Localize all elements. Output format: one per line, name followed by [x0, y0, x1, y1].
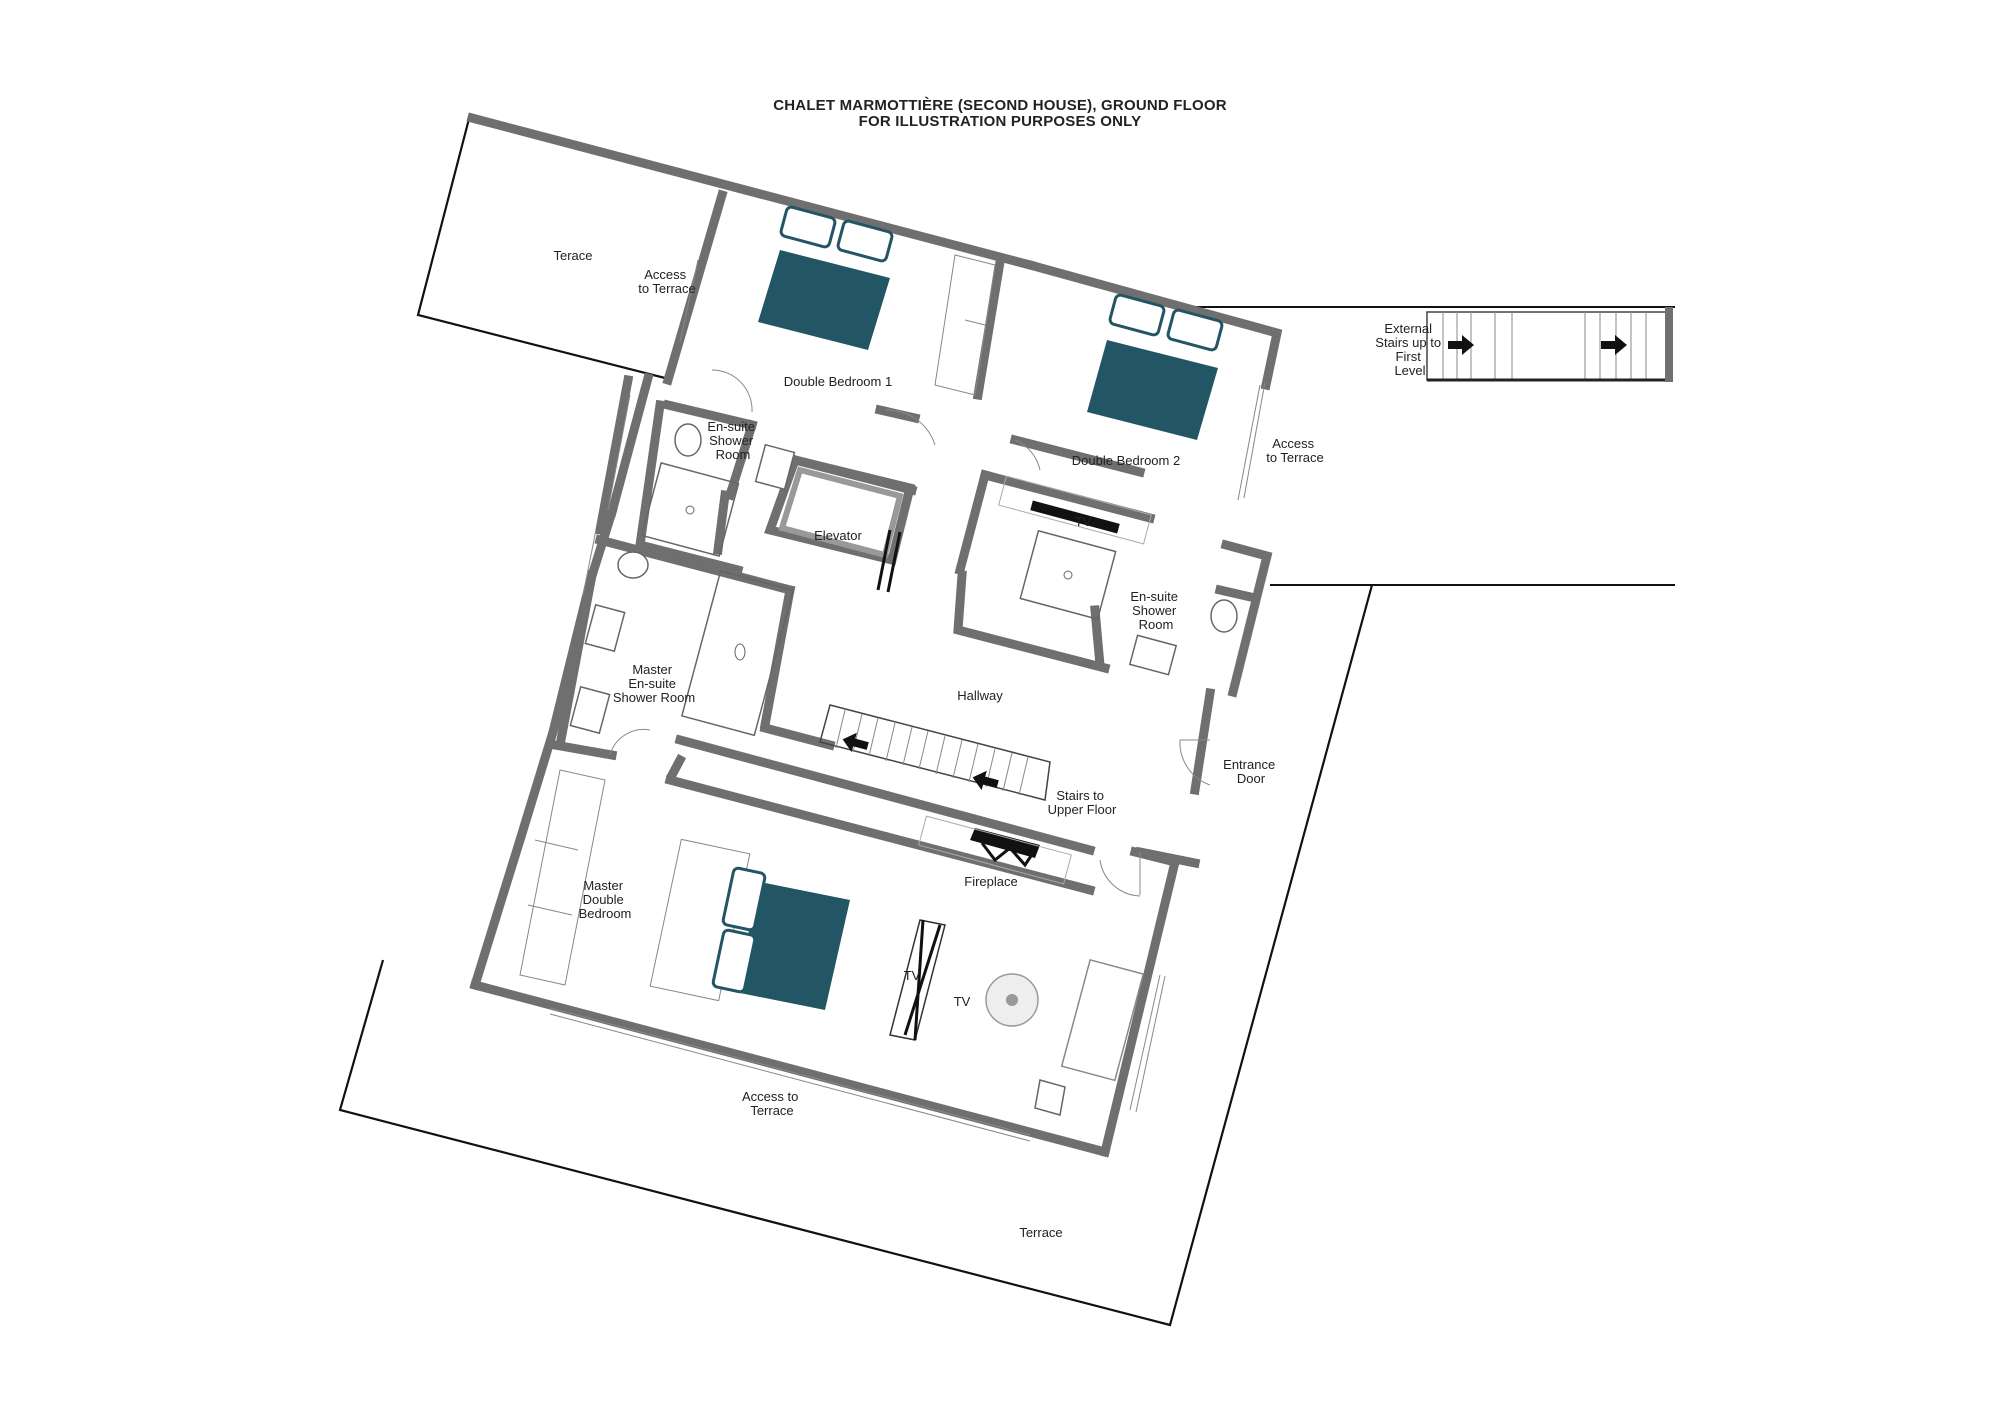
bed-icon	[1087, 340, 1218, 440]
internal-stairs	[819, 704, 1051, 801]
sink-icon	[1128, 634, 1178, 676]
shower-icon	[640, 462, 740, 558]
plan-subtitle: FOR ILLUSTRATION PURPOSES ONLY	[858, 113, 1142, 130]
sink-icon	[754, 443, 796, 491]
outer-walls	[466, 112, 1283, 1158]
label-double-bedroom-1: Double Bedroom 1	[784, 374, 892, 389]
sink-icon	[584, 603, 626, 653]
label-access-terrace-3: Access to Terrace	[742, 1089, 802, 1118]
label-hallway: Hallway	[957, 688, 1003, 703]
label-master-ensuite: Master En-suite Shower Room	[613, 662, 695, 705]
interior-walls	[549, 256, 1261, 896]
label-tv-1: TV	[1075, 514, 1092, 529]
label-ensuite-2: En-suite Shower Room	[1130, 589, 1181, 632]
master-bedroom-furniture	[985, 958, 1145, 1116]
label-stairs-upper: Stairs to Upper Floor	[1048, 788, 1117, 817]
shower-icon	[1019, 529, 1117, 621]
bed-icon	[758, 250, 890, 350]
stairs-arrow-icon	[1601, 335, 1627, 355]
double-bedroom-2-bed	[1087, 293, 1224, 440]
stairs-arrow-icon	[842, 732, 869, 753]
bed-icon	[735, 882, 850, 1010]
label-fireplace: Fireplace	[964, 874, 1017, 889]
shower-icon	[680, 570, 795, 737]
tv-icon	[998, 475, 1152, 545]
label-double-bedroom-2: Double Bedroom 2	[1072, 453, 1180, 468]
stairs-arrow-icon	[972, 770, 999, 791]
toilet-icon	[1210, 599, 1238, 633]
windows	[549, 259, 1266, 1142]
label-master-bedroom: Master Double Bedroom	[579, 878, 632, 921]
doors	[609, 369, 1211, 897]
wardrobes	[519, 254, 996, 986]
sink-icon	[569, 685, 611, 735]
label-access-terrace-1: Access to Terrace	[638, 267, 696, 296]
sofa-icon	[1060, 958, 1145, 1082]
label-elevator: Elevator	[814, 528, 862, 543]
external-stairs	[1426, 307, 1673, 382]
bathroom-fixtures	[569, 423, 1238, 737]
label-entrance-door: Entrance Door	[1223, 757, 1279, 786]
label-ensuite-1: En-suite Shower Room	[707, 419, 758, 462]
label-terrace-top: Terace	[553, 248, 592, 263]
toilet-icon	[674, 423, 702, 457]
label-terrace-bottom: Terrace	[1019, 1225, 1062, 1240]
double-bedroom-1-bed	[758, 205, 894, 350]
terrace-outlines	[338, 114, 1675, 1327]
plan-title: CHALET MARMOTTIÈRE (SECOND HOUSE), GROUN…	[773, 97, 1227, 114]
label-external-stairs: External Stairs up to First Level	[1375, 321, 1444, 378]
label-tv-2: TV	[904, 968, 921, 983]
label-access-terrace-2: Access to Terrace	[1266, 436, 1324, 465]
label-tv-3: TV	[954, 994, 971, 1009]
master-bedroom-bed	[649, 838, 850, 1010]
elevator	[778, 466, 904, 593]
toilet-icon	[617, 551, 649, 579]
stairs-arrow-icon	[1448, 335, 1474, 355]
fireplace-icon	[918, 815, 1072, 885]
tv-icon	[889, 919, 946, 1041]
